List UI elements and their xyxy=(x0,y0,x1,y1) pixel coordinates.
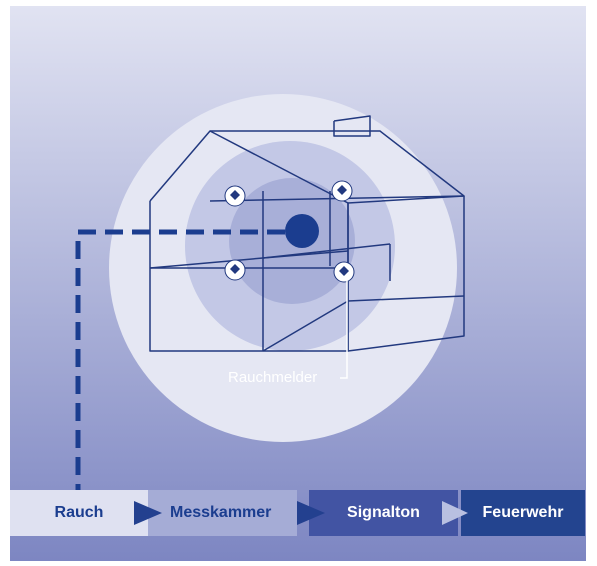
house-illustration xyxy=(10,6,586,561)
step-messkammer: Messkammer xyxy=(148,490,297,536)
step-signalton: Signalton xyxy=(309,490,458,536)
smoke-path-dashed xyxy=(75,229,285,490)
step-label: Feuerwehr xyxy=(482,504,564,521)
arrow-right-icon xyxy=(297,501,325,525)
step-feuerwehr: Feuerwehr xyxy=(461,490,585,536)
diagram-panel: Rauchmelder Rauch Messkammer Signalton F… xyxy=(10,6,586,561)
step-label: Rauch xyxy=(54,504,104,521)
smoke-source xyxy=(285,214,319,248)
detector-pointer-line xyxy=(340,281,348,379)
detector-bottom-right xyxy=(333,261,355,283)
step-rauch: Rauch xyxy=(10,490,148,536)
detector-bottom-left xyxy=(224,259,246,281)
detector-top-left xyxy=(224,185,246,207)
detector-top-right xyxy=(331,180,353,202)
step-label: Signalton xyxy=(347,504,420,521)
arrow-right-icon xyxy=(134,501,162,525)
step-label: Messkammer xyxy=(170,504,272,521)
arrow-right-icon xyxy=(442,501,468,525)
detector-label: Rauchmelder xyxy=(228,369,318,386)
